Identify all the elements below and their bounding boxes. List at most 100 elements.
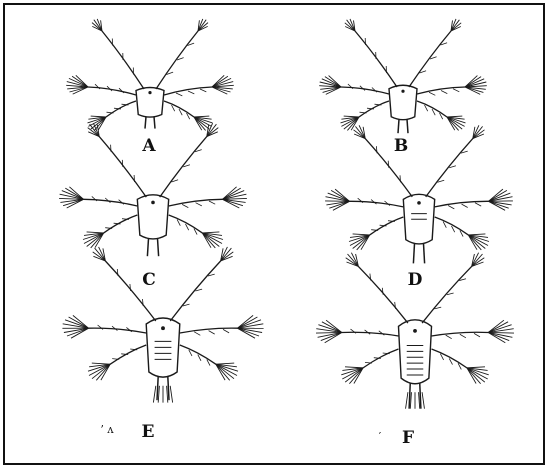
panel-a — [66, 19, 234, 130]
panel-a-antenna-right-side-seta — [176, 93, 182, 96]
panel-f-antennule-left-side-seta — [382, 288, 383, 295]
panel-e-mandible-right — [180, 345, 238, 380]
panel-e-mandible-left — [88, 345, 146, 380]
panel-d-mandible-left-stalk — [370, 217, 404, 235]
panel-d-mandible-right-stalk — [435, 217, 469, 235]
panel-b-antennule-left — [345, 19, 397, 87]
panel-d-antenna-right-side-seta — [462, 204, 468, 207]
panel-c-mandible-left-stalk — [104, 215, 138, 233]
panel-b-mandible-left — [341, 101, 390, 130]
panel-e-antenna-left — [62, 315, 146, 338]
panel-b — [319, 19, 487, 133]
panel-b-antenna-right — [417, 76, 487, 96]
panel-c-mandible-right-side-seta — [177, 219, 180, 225]
stray-mark-e: ’ ʌ — [100, 423, 113, 436]
label-a: A — [142, 136, 155, 156]
panel-c-antennule-left — [88, 123, 147, 197]
panel-b-caudal-spine — [398, 119, 399, 133]
panel-c-caudal-spine — [157, 238, 158, 256]
panel-c-mandible-left — [83, 215, 137, 248]
panel-e-antenna-right — [180, 315, 264, 338]
panel-e-mandible-right-seta — [216, 363, 234, 364]
panel-f-mandible-right — [432, 349, 489, 384]
panel-f-antenna-right-seta — [488, 332, 509, 340]
panel-d-mandible-left — [349, 217, 403, 250]
panel-d-antenna-right — [435, 189, 513, 210]
panel-d-antennule-left-side-seta — [388, 161, 389, 168]
panel-a-eye — [148, 91, 151, 94]
panel-d-antenna-right-side-seta — [448, 206, 454, 209]
panel-a-mandible-right-side-seta — [179, 109, 182, 115]
panel-e-antenna-right-side-seta — [209, 331, 215, 335]
panel-d-antennule-left-side-seta — [400, 175, 401, 182]
panel-b-mandible-right-side-seta — [425, 105, 428, 111]
panel-d-mandible-right-seta — [468, 234, 485, 235]
panel-f-antenna-right-side-seta — [446, 335, 452, 339]
panel-f-antennule-left — [346, 253, 408, 323]
panel-f-mandible-right-side-seta — [440, 354, 443, 360]
panel-c-antenna-left — [59, 187, 137, 208]
panel-b-eye — [401, 90, 404, 93]
panel-e — [62, 247, 263, 403]
panel-f-eye — [413, 329, 417, 333]
label-d: D — [408, 270, 423, 290]
panel-b-mandible-right — [417, 101, 466, 130]
panel-b-antenna-left — [319, 76, 389, 95]
panel-c-antennule-right-stalk — [160, 137, 207, 197]
panel-e-antenna-right-side-seta — [223, 329, 229, 333]
figure-frame: A B C D E F ’ ʌ ′ — [3, 3, 545, 465]
panel-e-mandible-right-side-seta — [189, 350, 192, 356]
panel-a-antennule-right — [156, 19, 208, 89]
panel-f-mandible-left-seta — [345, 367, 363, 368]
panel-d-mandible-left-seta — [353, 234, 370, 235]
panel-b-mandible-left-seta — [344, 116, 359, 117]
label-e: E — [142, 422, 155, 442]
panel-e-antennule-right-side-seta — [195, 289, 202, 291]
panel-f-antenna-right-stalk — [432, 332, 489, 336]
panel-f-antenna-right-side-seta — [460, 334, 466, 338]
panel-f-mandible-right-seta — [467, 367, 485, 368]
panel-d-caudal-spine — [413, 243, 414, 263]
panel-d-antenna-left — [325, 189, 403, 210]
panel-d-mandible-right — [435, 217, 489, 250]
panel-e-furcal-seta — [170, 386, 172, 403]
panel-b-antennule-right — [409, 19, 461, 87]
panel-b-antenna-right-side-seta — [429, 92, 435, 95]
panel-c-antenna-right-side-seta — [196, 203, 202, 206]
panel-c-mandible-right-side-seta — [185, 224, 188, 230]
panel-f-antennule-right-side-seta — [447, 293, 454, 295]
panel-e-caudal-spine — [168, 376, 169, 400]
stray-mark-f: ′ — [379, 430, 382, 443]
panel-f-mandible-right-side-seta — [449, 358, 452, 364]
panel-d-antenna-right-side-seta — [475, 203, 481, 206]
panel-d-caudal-spine — [423, 243, 424, 263]
panel-f-furcal-seta — [406, 392, 408, 409]
panel-c-antenna-right-side-seta — [209, 201, 215, 204]
panel-f-antenna-right — [432, 320, 514, 343]
panel-a-antennule-left — [92, 19, 144, 89]
panel-c-antennule-right — [160, 123, 219, 197]
panel-f-antenna-left-seta — [316, 332, 342, 333]
panel-e-antennule-left-side-seta — [130, 284, 131, 291]
panel-d — [325, 125, 513, 263]
label-c: C — [142, 270, 156, 290]
panel-f-antenna-left — [316, 320, 398, 343]
panel-c-mandible-right-stalk — [169, 215, 203, 233]
panel-a-antenna-right — [164, 75, 234, 96]
panel-c-caudal-spine — [147, 238, 148, 256]
panel-b-antenna-right-side-seta — [441, 91, 447, 94]
nauplius-stages-plate — [5, 5, 543, 463]
panel-a-antenna-left — [66, 75, 136, 95]
panel-c-antenna-right-side-seta — [182, 204, 188, 207]
panel-f-caudal-spine — [420, 383, 421, 409]
panel-c-mandible-right-seta — [202, 232, 219, 233]
panel-e-antenna-left-seta — [65, 320, 89, 328]
panel-d-mandible-right-side-seta — [443, 221, 446, 227]
panel-f-antennule-right — [422, 253, 484, 323]
panel-e-mandible-right-side-seta — [198, 355, 201, 361]
panel-a-antenna-right-side-seta — [188, 91, 194, 94]
panel-a-mandible-right — [164, 101, 213, 130]
panel-c-mandible-right — [169, 215, 223, 248]
panel-e-eye — [161, 326, 165, 330]
panel-b-mandible-right-side-seta — [432, 109, 435, 115]
